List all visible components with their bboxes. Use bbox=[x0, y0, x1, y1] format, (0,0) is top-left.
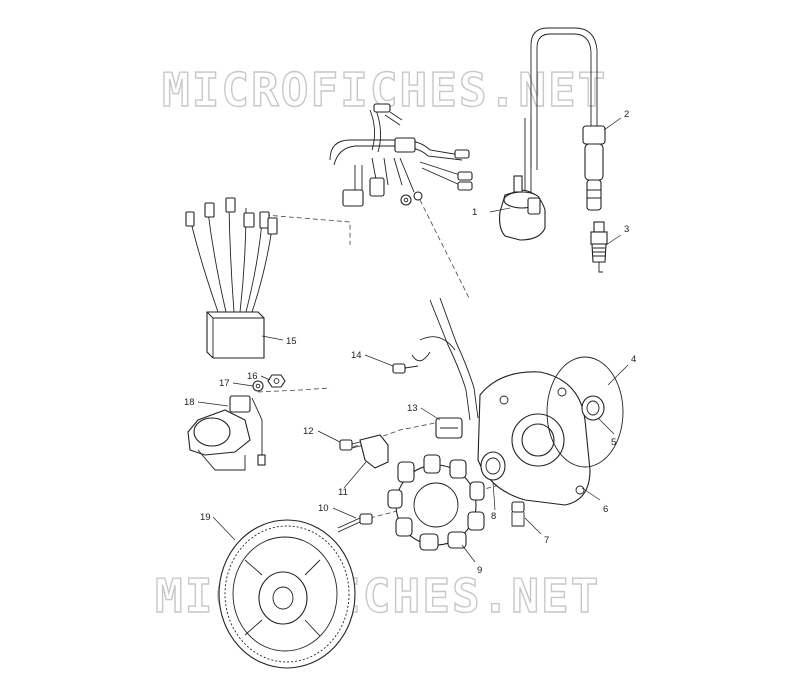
callout-11: 11 bbox=[338, 487, 348, 498]
screw-14 bbox=[392, 363, 419, 374]
callout-17: 17 bbox=[219, 378, 230, 389]
wire-bracket-11 bbox=[359, 434, 389, 469]
callout-3: 3 bbox=[624, 224, 629, 235]
spark-plug-cap bbox=[582, 125, 606, 211]
ignition-coil bbox=[499, 175, 546, 241]
connection-line-1 bbox=[264, 199, 471, 301]
callout-13: 13 bbox=[407, 403, 418, 414]
callout-12: 12 bbox=[303, 426, 314, 437]
callout-14: 14 bbox=[351, 350, 362, 361]
callout-5: 5 bbox=[611, 437, 616, 448]
callout-9: 9 bbox=[477, 565, 482, 576]
stator-lead-wire bbox=[411, 297, 479, 421]
connection-line-2 bbox=[257, 387, 331, 393]
callout-16: 16 bbox=[247, 371, 258, 382]
oil-seal-5 bbox=[581, 395, 605, 421]
callout-6: 6 bbox=[603, 504, 608, 515]
callout-2: 2 bbox=[624, 109, 629, 120]
screw-10 bbox=[337, 513, 373, 533]
callout-4: 4 bbox=[631, 354, 636, 365]
callout-19: 19 bbox=[200, 512, 211, 523]
screw-7 bbox=[511, 501, 525, 527]
wiring-harness bbox=[329, 103, 473, 207]
callout-15: 15 bbox=[286, 336, 297, 347]
callout-10: 10 bbox=[318, 503, 329, 514]
washer-17 bbox=[252, 380, 264, 392]
callout-1: 1 bbox=[472, 207, 477, 218]
callout-8: 8 bbox=[491, 511, 496, 522]
spark-plug-wire bbox=[524, 27, 598, 195]
callout-7: 7 bbox=[544, 535, 549, 546]
oil-seal-8 bbox=[480, 451, 506, 481]
callout-18: 18 bbox=[184, 397, 195, 408]
nut-16 bbox=[267, 374, 286, 388]
spark-plug bbox=[590, 221, 608, 273]
pickup-coil-13 bbox=[435, 417, 463, 439]
o-ring bbox=[546, 356, 624, 468]
starter-solenoid bbox=[187, 395, 266, 471]
voltage-regulator bbox=[185, 197, 278, 359]
flywheel bbox=[218, 519, 356, 669]
leader-lines bbox=[197, 117, 629, 563]
stator-plate bbox=[477, 371, 591, 506]
stator bbox=[387, 454, 485, 551]
